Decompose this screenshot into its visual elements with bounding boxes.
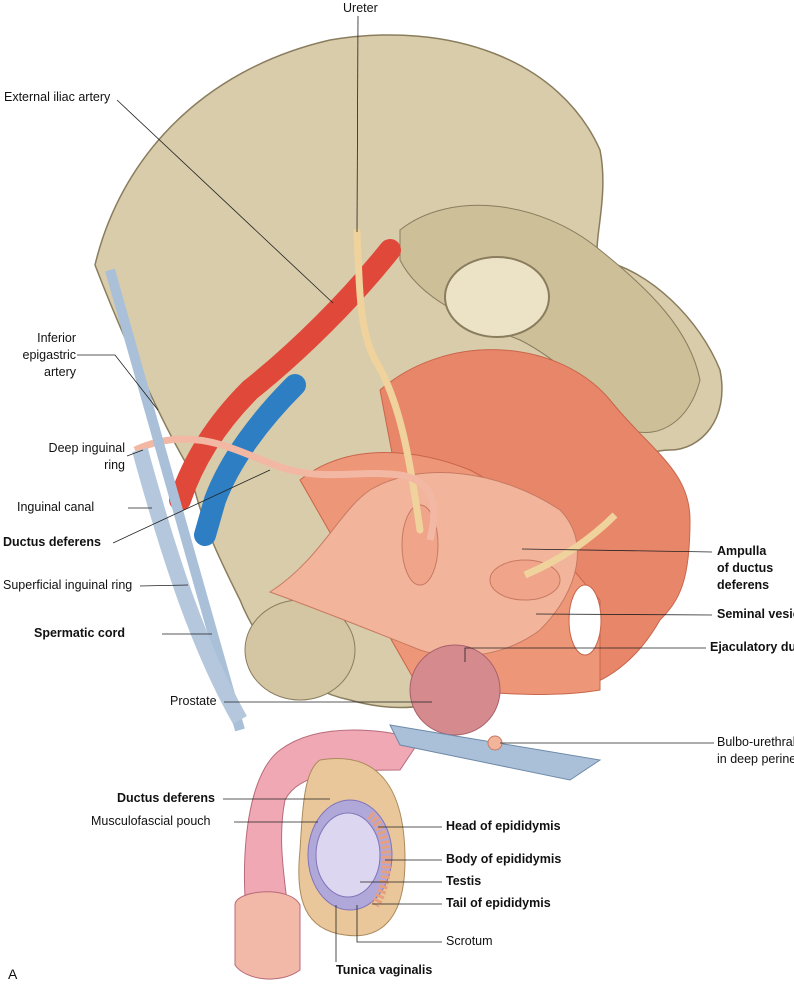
label-line: in deep perineal pouch	[717, 752, 794, 766]
label-line: artery	[44, 365, 76, 379]
vertebral-body	[444, 256, 550, 338]
ductus-deferens	[133, 435, 438, 541]
label-ampulla: Ampulla of ductus deferens	[717, 543, 773, 594]
label-deep-inguinal-ring: Deep inguinal ring	[10, 440, 125, 474]
label-ductus-deferens-upper: Ductus deferens	[3, 535, 101, 549]
external-iliac-artery	[169, 239, 401, 511]
label-tunica-vaginalis: Tunica vaginalis	[336, 963, 433, 977]
label-seminal-vesicle: Seminal vesicle	[717, 607, 794, 621]
glans	[234, 891, 301, 980]
label-prostate: Prostate	[170, 694, 217, 708]
label-line: Deep inguinal	[48, 441, 125, 455]
label-line: Bulbo-urethral gland	[717, 735, 794, 749]
obturator-foramen	[568, 584, 602, 656]
label-spermatic-cord: Spermatic cord	[34, 626, 126, 640]
spermatic-cord	[132, 447, 247, 724]
ureter	[353, 228, 424, 534]
figure-letter: A	[8, 966, 18, 982]
testis	[315, 812, 381, 898]
label-line: epigastric	[22, 348, 77, 362]
label-testis: Testis	[446, 874, 482, 888]
label-musculofascial-pouch: Musculofascial pouch	[91, 814, 211, 828]
label-line: of ductus	[717, 561, 774, 575]
label-bulbo-urethral-gland: Bulbo-urethral gland in deep perineal po…	[717, 734, 794, 768]
label-ejaculatory-ducts: Ejaculatory ducts	[710, 640, 794, 654]
bulbo-urethral-gland	[487, 735, 503, 751]
label-tail-of-epididymis: Tail of epididymis	[446, 896, 551, 910]
label-ductus-deferens-lower: Ductus deferens	[117, 791, 215, 805]
label-line: Ampulla	[717, 544, 767, 558]
leader-lines	[77, 15, 714, 962]
label-ureter: Ureter	[343, 1, 378, 15]
label-line: ring	[104, 458, 125, 472]
urogenital-diaphragm	[389, 724, 602, 781]
label-head-of-epididymis: Head of epididymis	[446, 819, 561, 833]
label-external-iliac-artery: External iliac artery	[4, 90, 111, 104]
label-inguinal-canal: Inguinal canal	[17, 500, 95, 514]
ductus-deferens-right	[523, 512, 618, 579]
epididymis	[366, 811, 391, 908]
label-line: Inferior	[37, 331, 76, 345]
seminal-vesicles	[401, 504, 561, 601]
label-inferior-epigastric-artery: Inferior epigastric artery	[20, 330, 77, 381]
label-scrotum: Scrotum	[446, 934, 493, 948]
inguinal-ligament	[105, 268, 245, 732]
label-body-of-epididymis: Body of epididymis	[446, 852, 562, 866]
prostate	[409, 644, 501, 736]
label-line: deferens	[717, 578, 770, 592]
label-superficial-inguinal-ring: Superficial inguinal ring	[3, 578, 133, 592]
